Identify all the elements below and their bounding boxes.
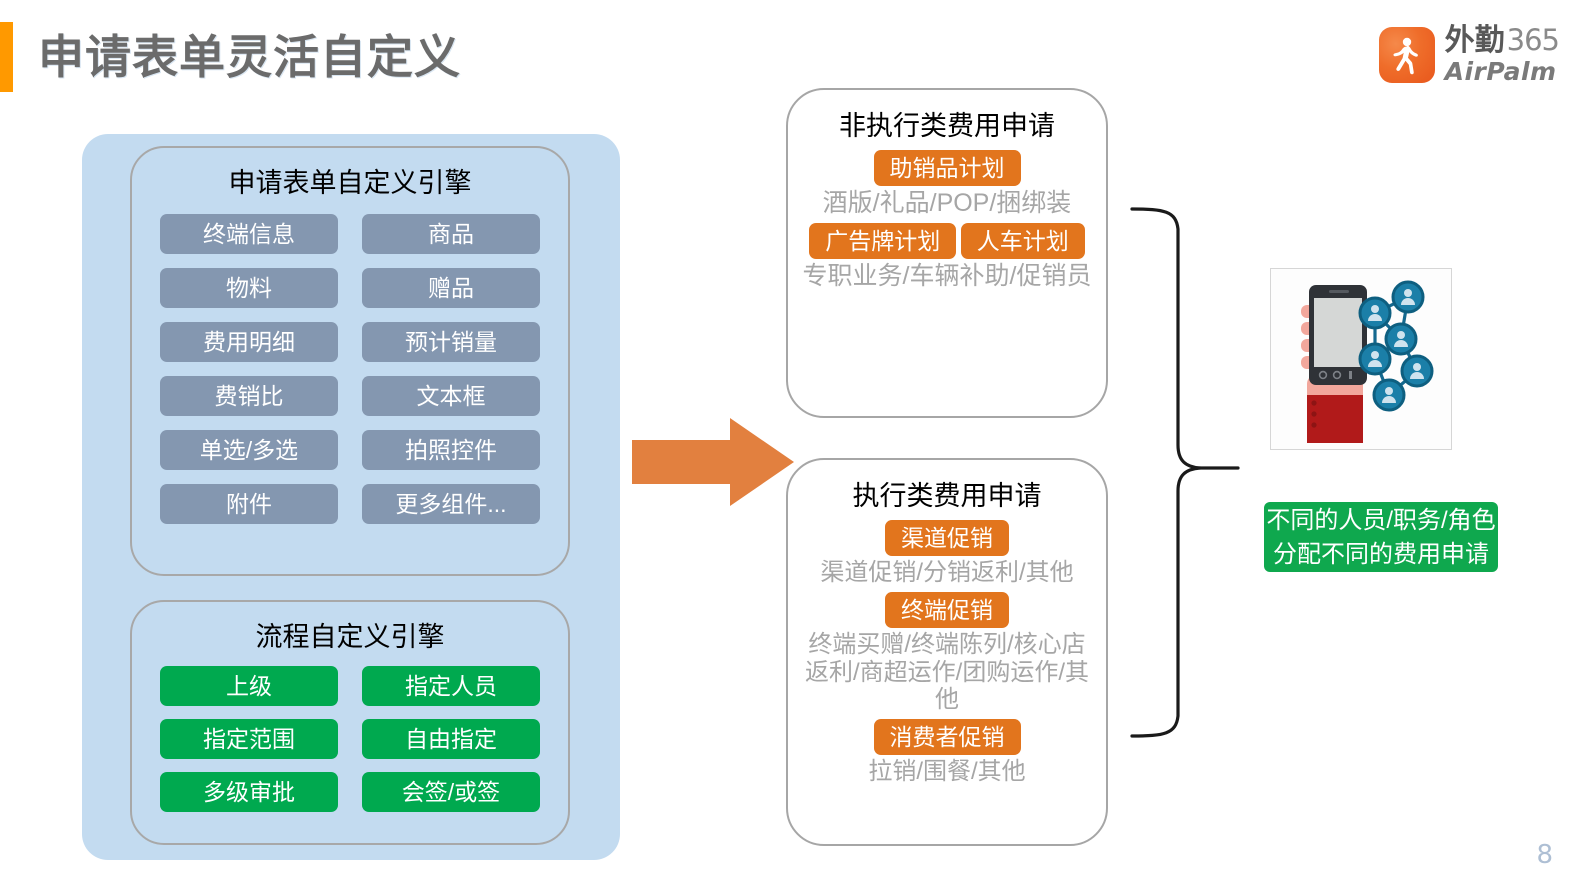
flow-chip-multi-approval[interactable]: 多级审批 [160, 772, 338, 812]
form-chip-forecast-sales[interactable]: 预计销量 [362, 322, 540, 362]
badge-channel-promotion[interactable]: 渠道促销 [885, 520, 1009, 556]
flow-chip-free-assign[interactable]: 自由指定 [362, 719, 540, 759]
role-assignment-note: 不同的人员/职务/角色 分配不同的费用申请 [1264, 502, 1498, 572]
flow-engine-chip-grid: 上级 指定人员 指定范围 自由指定 多级审批 会签/或签 [132, 654, 568, 812]
form-chip-expense-detail[interactable]: 费用明细 [160, 322, 338, 362]
card-title: 执行类费用申请 [852, 481, 1042, 511]
form-chip-expense-ratio[interactable]: 费销比 [160, 376, 338, 416]
desc-people-vehicle-plan: 专职业务/车辆补助/促销员 [802, 262, 1092, 290]
flow-chip-superior[interactable]: 上级 [160, 666, 338, 706]
role-note-line-2: 分配不同的费用申请 [1273, 541, 1489, 568]
form-chip-terminal-info[interactable]: 终端信息 [160, 214, 338, 254]
flow-engine-title: 流程自定义引擎 [255, 622, 445, 652]
role-note-line-1: 不同的人员/职务/角色 [1266, 507, 1496, 534]
badge-consumer-promotion[interactable]: 消费者促销 [873, 719, 1021, 756]
badge-people-vehicle-plan[interactable]: 人车计划 [960, 223, 1085, 259]
form-chip-attachment[interactable]: 附件 [160, 484, 338, 524]
desc-channel-promotion: 渠道促销/分销返利/其他 [820, 559, 1074, 586]
logo-cn-name: 外勤 [1444, 24, 1505, 57]
card-title: 非执行类费用申请 [839, 111, 1055, 141]
engine-panel: 申请表单自定义引擎 终端信息 商品 物料 赠品 费用明细 预计销量 费销比 文本… [82, 134, 620, 860]
title-accent-bar [0, 22, 13, 92]
hand-holding-phone-network-illustration [1270, 268, 1452, 450]
desc-terminal-promotion: 终端买赠/终端陈列/核心店返利/商超运作/团购运作/其他 [804, 630, 1089, 714]
badge-terminal-promotion[interactable]: 终端促销 [885, 591, 1009, 628]
page-number: 8 [1536, 840, 1553, 870]
form-custom-engine-box: 申请表单自定义引擎 终端信息 商品 物料 赠品 费用明细 预计销量 费销比 文本… [130, 146, 570, 576]
logo-cn-number: 365 [1506, 23, 1560, 57]
form-chip-product[interactable]: 商品 [362, 214, 540, 254]
right-arrow-icon [632, 418, 794, 506]
form-chip-more-components[interactable]: 更多组件... [362, 484, 540, 524]
card-execution-expense: 执行类费用申请 渠道促销 渠道促销/分销返利/其他 终端促销 终端买赠/终端陈列… [786, 458, 1108, 846]
form-chip-gift[interactable]: 赠品 [362, 268, 540, 308]
logo-en-name: AirPalm [1444, 57, 1557, 86]
page-title: 申请表单灵活自定义 [38, 31, 461, 83]
desc-promo-item-plan: 酒版/礼品/POP/捆绑装 [822, 189, 1072, 217]
flow-chip-assigned-scope[interactable]: 指定范围 [160, 719, 338, 759]
badge-promo-item-plan[interactable]: 助销品计划 [873, 150, 1021, 186]
form-engine-chip-grid: 终端信息 商品 物料 赠品 费用明细 预计销量 费销比 文本框 单选/多选 拍照… [132, 200, 568, 524]
airpalm-running-figure-icon [1378, 27, 1435, 83]
form-chip-photo-control[interactable]: 拍照控件 [362, 430, 540, 470]
form-chip-material[interactable]: 物料 [160, 268, 338, 308]
badge-billboard-plan[interactable]: 广告牌计划 [809, 223, 957, 259]
flow-chip-countersign[interactable]: 会签/或签 [362, 772, 540, 812]
flow-chip-assigned-person[interactable]: 指定人员 [362, 666, 540, 706]
desc-consumer-promotion: 拉销/围餐/其他 [868, 758, 1026, 786]
form-engine-title: 申请表单自定义引擎 [228, 168, 472, 198]
form-chip-radio-checkbox[interactable]: 单选/多选 [160, 430, 338, 470]
form-chip-textbox[interactable]: 文本框 [362, 376, 540, 416]
card-non-execution-expense: 非执行类费用申请 助销品计划 酒版/礼品/POP/捆绑装 广告牌计划 人车计划 … [786, 88, 1108, 418]
flow-custom-engine-box: 流程自定义引擎 上级 指定人员 指定范围 自由指定 多级审批 会签/或签 [130, 600, 570, 845]
right-curly-brace [1130, 205, 1255, 740]
